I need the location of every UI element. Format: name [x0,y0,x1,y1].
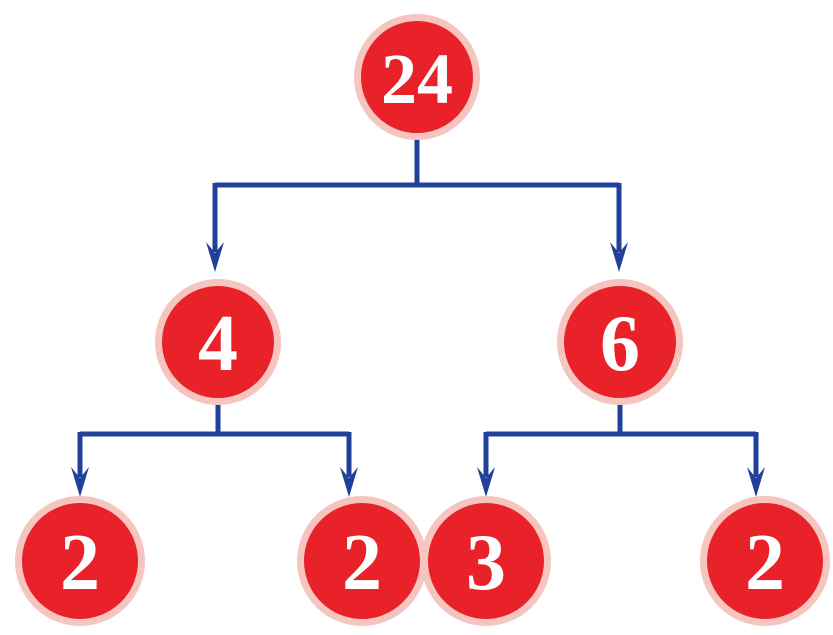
node-value: 4 [198,300,238,388]
tree-node-6: 6 [557,279,683,405]
node-value: 3 [466,519,506,607]
arrow-down-icon [206,242,224,272]
node-value: 2 [342,519,382,607]
arrow-down-icon [610,242,628,272]
tree-node-4: 4 [155,279,281,405]
arrow-down-icon [340,467,358,497]
node-value: 2 [60,519,100,607]
node-value: 6 [600,300,640,388]
node-value: 24 [381,39,453,119]
tree-node-2-second: 2 [297,496,427,626]
arrow-down-icon [477,467,495,497]
node-value: 2 [745,519,785,607]
tree-node-24: 24 [354,14,480,140]
arrow-down-icon [747,467,765,497]
tree-node-2-first: 2 [15,496,145,626]
arrow-down-icon [71,467,89,497]
connector-line [483,398,759,477]
tree-node-2-third: 2 [700,496,830,626]
tree-node-3: 3 [421,496,551,626]
connector-line [212,133,622,252]
connector-line [77,398,352,477]
